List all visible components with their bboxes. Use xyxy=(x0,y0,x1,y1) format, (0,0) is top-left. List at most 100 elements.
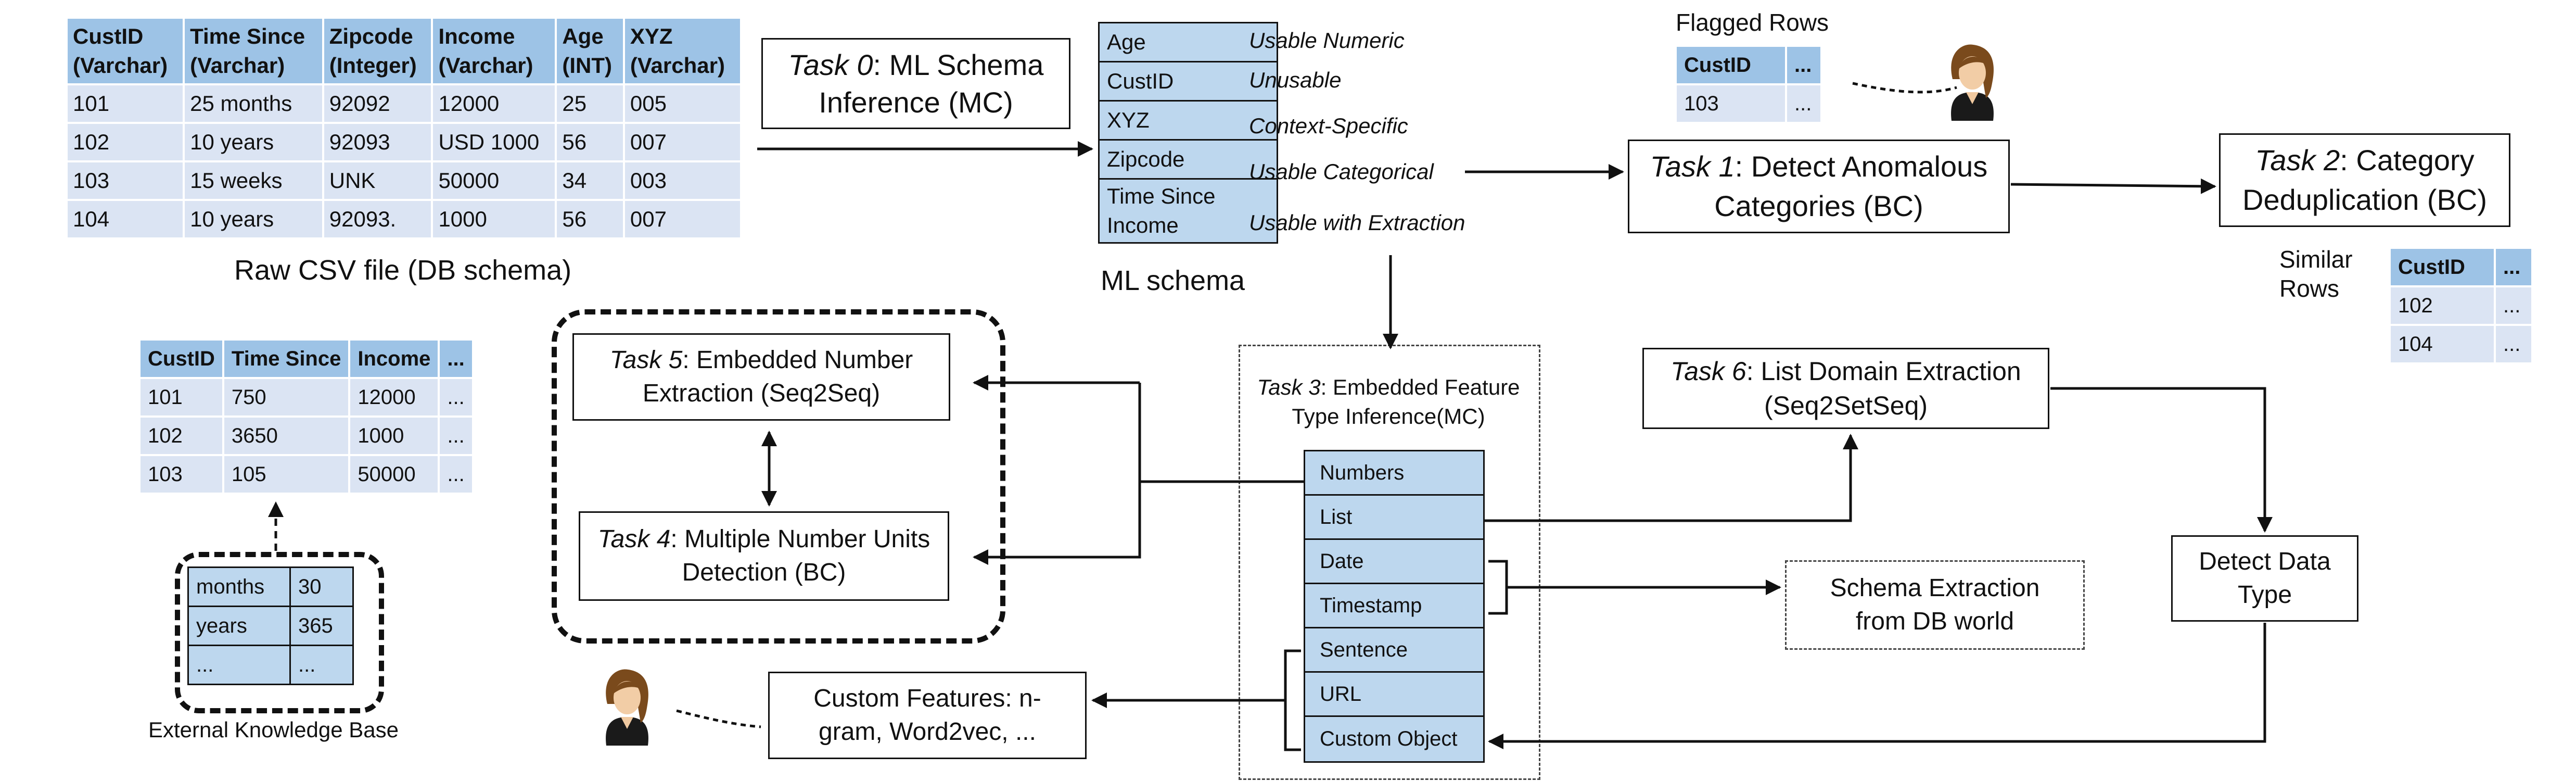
extracted-table: CustID Time Since Income ... 101 750 120… xyxy=(138,338,474,495)
flagged-rows-table: CustID ... 103 ... xyxy=(1675,45,1822,124)
table-row: 102 10 years 92093 USD 1000 56 007 xyxy=(68,124,740,160)
csv-header-zipcode: Zipcode(Integer) xyxy=(324,19,431,83)
schema-feature: Zipcode xyxy=(1100,141,1277,180)
table-cell: 102 xyxy=(68,124,183,160)
schema-feature: Age xyxy=(1100,23,1277,62)
table-cell: 103 xyxy=(141,456,222,493)
table-cell: months xyxy=(187,566,291,607)
schema-extraction-text: Schema Extraction from DB world xyxy=(1830,574,2040,635)
table-header-cell: ... xyxy=(2496,249,2531,285)
schema-label-age: Usable Numeric xyxy=(1249,28,1405,53)
table-cell: 1000 xyxy=(350,418,438,454)
flagged-rows-title: Flagged Rows xyxy=(1676,9,1829,36)
ml-schema-list: Age CustID XYZ Zipcode Time Since Income xyxy=(1098,22,1278,244)
table-row: years 365 xyxy=(187,606,354,646)
task5-label: Task 5 xyxy=(609,346,683,374)
table-cell: 105 xyxy=(224,456,349,493)
ml-schema-caption: ML schema xyxy=(1101,265,1245,296)
table-cell: 1000 xyxy=(433,201,555,237)
table-cell: 007 xyxy=(624,201,740,237)
table-cell: 101 xyxy=(141,379,222,415)
table-cell: ... xyxy=(187,645,291,685)
table-cell: 92092 xyxy=(324,85,431,122)
table-cell: 15 weeks xyxy=(185,162,322,199)
bracket-date-timestamp xyxy=(1488,560,1508,615)
table-cell: 34 xyxy=(557,162,623,199)
table-cell: 50000 xyxy=(350,456,438,493)
table-cell: 101 xyxy=(68,85,183,122)
task6-box: Task 6: List Domain Extraction (Seq2SetS… xyxy=(1642,348,2049,429)
table-row: ... ... xyxy=(187,645,354,685)
table-row: 102 3650 1000 ... xyxy=(141,418,472,454)
schema-extraction-box: Schema Extraction from DB world xyxy=(1785,560,2085,650)
detect-data-type-box: Detect Data Type xyxy=(2171,535,2358,622)
task3-title: Task 3: Embedded Feature Type Inference(… xyxy=(1244,373,1533,431)
table-cell: 30 xyxy=(289,566,354,607)
task4-task5-group xyxy=(552,309,1005,644)
table-row: 103 15 weeks UNK 50000 34 003 xyxy=(68,162,740,199)
table-header-row: CustID Time Since Income ... xyxy=(141,341,472,377)
task0-box: Task 0: ML Schema Inference (MC) xyxy=(761,38,1070,129)
table-header-row: CustID ... xyxy=(1677,47,1820,83)
table-cell: 25 xyxy=(557,85,623,122)
schema-feature: Time Since Income xyxy=(1100,180,1277,242)
table-cell: 3650 xyxy=(224,418,349,454)
task2-box: Task 2: Category Deduplication (BC) xyxy=(2219,133,2510,227)
table-cell: 005 xyxy=(624,85,740,122)
table-cell: ... xyxy=(1787,85,1820,122)
csv-header-xyz: XYZ(Varchar) xyxy=(624,19,740,83)
task2-text: : Category Deduplication (BC) xyxy=(2242,144,2487,216)
arrow-list-to-task6 xyxy=(1483,434,1858,522)
schema-feature: XYZ xyxy=(1100,102,1277,141)
task5-text: : Embedded Number Extraction (Seq2Seq) xyxy=(642,346,913,407)
similar-rows-title: Similar Rows xyxy=(2279,246,2353,302)
table-cell: ... xyxy=(440,379,472,415)
knowledge-base-table: months 30 years 365 ... ... xyxy=(187,566,354,685)
knowledge-base-caption: External Knowledge Base xyxy=(148,717,399,742)
csv-header-custid: CustID(Varchar) xyxy=(68,19,183,83)
table-cell: ... xyxy=(440,456,472,493)
table-row: 103 105 50000 ... xyxy=(141,456,472,493)
table-cell: 25 months xyxy=(185,85,322,122)
raw-csv-header-row: CustID(Varchar) Time Since(Varchar) Zipc… xyxy=(68,19,740,83)
type-numbers: Numbers xyxy=(1305,451,1483,496)
user-icon xyxy=(1941,43,2004,121)
csv-header-income: Income(Varchar) xyxy=(433,19,555,83)
table-header-cell: Income xyxy=(350,341,438,377)
table-cell: 104 xyxy=(68,201,183,237)
task6-label: Task 6 xyxy=(1670,357,1746,386)
task1-text: : Detect Anomalous Categories (BC) xyxy=(1714,150,1988,222)
table-row: 102 ... xyxy=(2391,287,2531,324)
table-cell: UNK xyxy=(324,162,431,199)
schema-label-custid: Unusable xyxy=(1249,68,1342,92)
table-cell: 007 xyxy=(624,124,740,160)
table-header-cell: ... xyxy=(1787,47,1820,83)
table-cell: 12000 xyxy=(433,85,555,122)
schema-feature: CustID xyxy=(1100,62,1277,102)
table-header-cell: CustID xyxy=(2391,249,2494,285)
arrow-to-task4 xyxy=(973,482,1141,565)
table-cell: 12000 xyxy=(350,379,438,415)
table-row: 104 ... xyxy=(2391,326,2531,362)
type-date: Date xyxy=(1305,540,1483,584)
table-cell: 56 xyxy=(557,124,623,160)
task0-label: Task 0 xyxy=(788,48,873,81)
table-cell: 10 years xyxy=(185,124,322,160)
table-header-row: CustID ... xyxy=(2391,249,2531,285)
type-sentence: Sentence xyxy=(1305,628,1483,673)
task1-box: Task 1: Detect Anomalous Categories (BC) xyxy=(1628,140,2010,233)
table-cell: ... xyxy=(289,645,354,685)
link-user-flagged xyxy=(1852,82,1957,94)
schema-label-time-income: Usable with Extraction xyxy=(1249,210,1465,235)
table-cell: 50000 xyxy=(433,162,555,199)
table-header-cell: CustID xyxy=(141,341,222,377)
task1-label: Task 1 xyxy=(1650,150,1735,183)
arrow-task1-to-task2 xyxy=(2010,178,2216,194)
task4-label: Task 4 xyxy=(597,525,671,553)
table-cell: 365 xyxy=(289,606,354,646)
table-cell: 750 xyxy=(224,379,349,415)
table-row: 101 25 months 92092 12000 25 005 xyxy=(68,85,740,122)
csv-header-age: Age(INT) xyxy=(557,19,623,83)
type-list: List xyxy=(1305,496,1483,540)
